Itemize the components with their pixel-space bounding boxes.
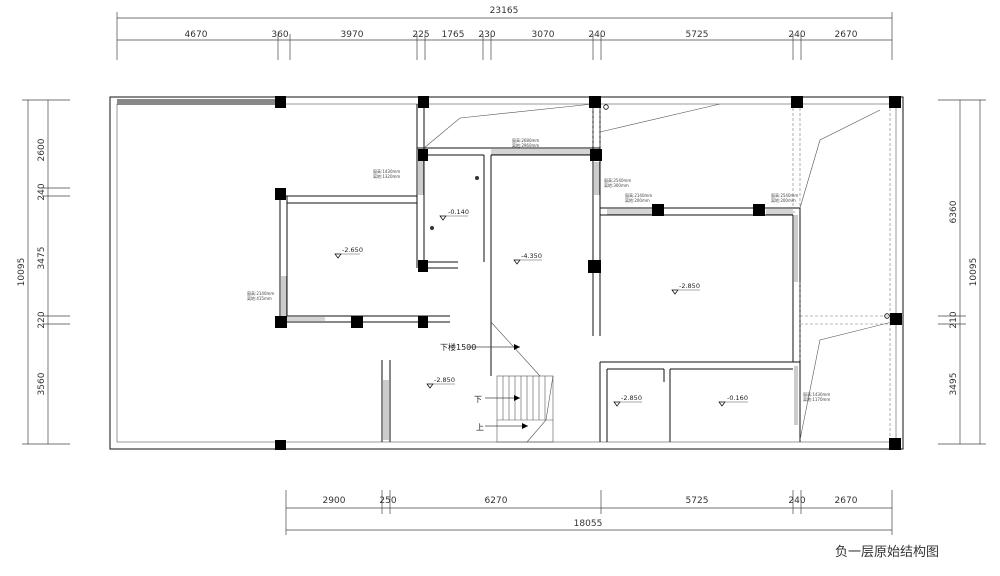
level-value: -4.350 (521, 252, 542, 260)
window-note: 窗高:2540mm (604, 177, 631, 183)
dim-right-1: 210 (949, 311, 959, 328)
level-value: -2.850 (434, 376, 455, 384)
window-note: 窗高:1430mm (373, 168, 400, 174)
window-note: 窗高:2140mm (625, 192, 652, 198)
window-note: 窗高:1430mm (803, 391, 830, 397)
dim-top-7: 3070 (532, 30, 555, 40)
dim-top-10: 240 (788, 30, 805, 40)
level-markers: -2.650 -0.140 -4.350 -2.850 -2.850 -2.85… (334, 208, 748, 407)
stair-up-label: 上 (476, 423, 484, 432)
level-marker: -2.850 (426, 376, 455, 389)
bottom-dimension-chain: 2900 250 6270 5725 240 2670 18055 (285, 490, 893, 535)
level-value: -2.850 (621, 394, 642, 402)
dim-bottom-6: 2670 (835, 496, 858, 506)
window-note: 窗高:2680mm (512, 137, 539, 143)
dim-top-2: 360 (271, 30, 288, 40)
level-marker: -0.140 (439, 208, 469, 221)
top-total-dim: 23165 (490, 6, 519, 16)
dim-top-6: 230 (478, 30, 495, 40)
slope-lines (423, 103, 893, 441)
dim-right-2: 3495 (949, 373, 959, 396)
level-value: -2.850 (679, 282, 700, 290)
bottom-total-dim: 18055 (574, 519, 603, 529)
window-note: 离地:415mm (247, 295, 272, 301)
dim-left-3: 3475 (37, 247, 47, 270)
level-marker: -0.160 (718, 394, 748, 407)
dim-top-3: 3970 (341, 30, 364, 40)
pipe-markers (430, 104, 890, 319)
dim-top-1: 4670 (185, 30, 208, 40)
right-dimension-chain: 6360 210 3495 10095 (938, 99, 986, 445)
drawing-title: 负一层原始结构图 (835, 545, 939, 560)
dim-left-2: 240 (37, 183, 47, 200)
level-marker: -4.350 (513, 252, 542, 265)
window-note: 离地:1320mm (373, 173, 400, 179)
dim-bottom-1: 2900 (323, 496, 346, 506)
stair-down-note: 下楼1500 (440, 342, 476, 352)
dim-bottom-5: 240 (788, 496, 805, 506)
dim-top-4: 225 (412, 30, 429, 40)
dim-left-5: 3560 (37, 372, 47, 395)
stair (468, 321, 554, 443)
dim-bottom-3: 6270 (485, 496, 508, 506)
dim-bottom-2: 250 (379, 496, 396, 506)
dashed-openings (592, 108, 891, 440)
level-marker: -2.850 (613, 394, 642, 407)
annotations: 下楼1500 下 上 (440, 342, 484, 432)
window-note: 离地:2960mm (512, 142, 539, 148)
dim-top-5: 1765 (442, 30, 465, 40)
level-marker: -2.850 (671, 282, 700, 295)
stair-down-label: 下 (474, 395, 482, 404)
dim-right-upper: 6360 (949, 200, 959, 223)
window-note: 窗高:2540mm (771, 192, 798, 198)
dim-top-8: 240 (588, 30, 605, 40)
level-value: -0.140 (448, 208, 469, 216)
window-note: 窗高:2140mm (247, 290, 274, 296)
level-value: -0.160 (727, 394, 748, 402)
windows (281, 149, 798, 440)
window-note: 离地:300mm (604, 182, 629, 188)
dim-left-4: 220 (37, 311, 47, 328)
dim-top-9: 5725 (686, 30, 709, 40)
window-note: 离地:1170mm (803, 396, 830, 402)
dim-top-11: 2670 (835, 30, 858, 40)
level-marker: -2.650 (334, 246, 363, 259)
left-dimension-chain: 10095 2600 240 3475 220 3560 (17, 99, 70, 445)
window-note: 离地:200mm (625, 197, 650, 203)
right-total-dim: 10095 (969, 258, 979, 287)
window-note: 离地:200mm (771, 197, 796, 203)
dim-bottom-4: 5725 (686, 496, 709, 506)
interior-walls (279, 104, 801, 442)
top-dimension-chain: 23165 4670 360 3970 225 1765 230 3070 24… (116, 6, 893, 60)
window-notes: 窗高:2680mm 离地:2960mm 窗高:1430mm 离地:1320mm … (247, 137, 830, 402)
level-value: -2.650 (342, 246, 363, 254)
dim-left-1: 2600 (37, 138, 47, 161)
left-total-dim: 10095 (17, 258, 27, 287)
structural-columns (275, 96, 902, 450)
